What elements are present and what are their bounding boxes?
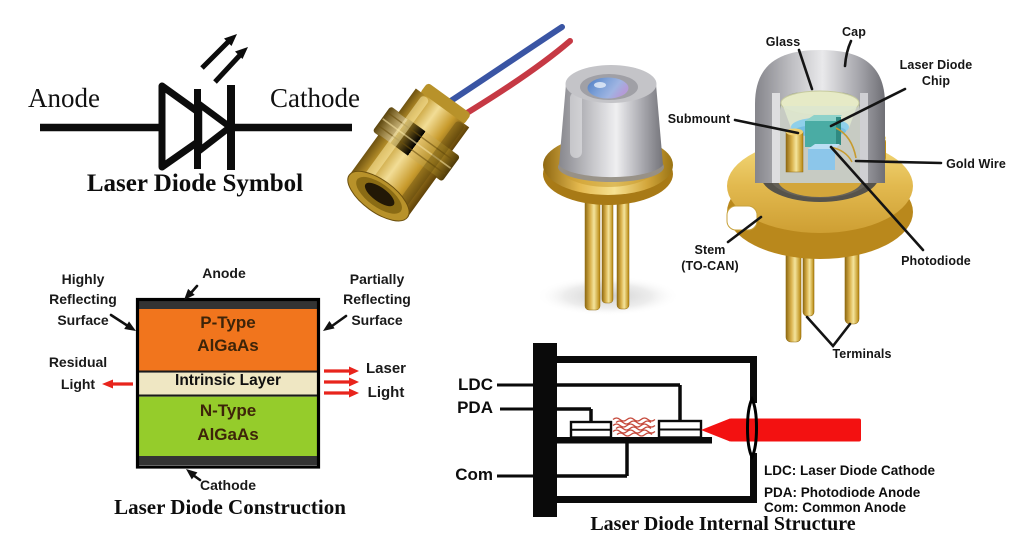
lens-icon [746, 395, 758, 461]
partially-reflecting-label-line2: Reflecting [343, 291, 411, 307]
terminals-label: Terminals [832, 347, 892, 361]
laser-beam [729, 418, 861, 442]
blue-wire [437, 24, 565, 111]
n-type-label-line1: N-Type [199, 401, 257, 420]
chip-platform [557, 437, 712, 444]
intrinsic-layer-label: Intrinsic Layer [175, 372, 281, 389]
p-type-layer [139, 309, 317, 371]
glass-label: Glass [765, 35, 801, 49]
leader-lines [726, 39, 943, 349]
ldc-pin-label: LDC [458, 375, 493, 394]
to-can-cutaway-drawing [726, 39, 943, 349]
photodiode-label: Photodiode [901, 254, 971, 268]
laser-diode-symbol-drawing [40, 34, 352, 171]
construction-diagram-drawing [102, 284, 359, 482]
to-can-photo [536, 65, 680, 316]
p-type-label-line1: P-Type [200, 313, 256, 332]
n-type-label-line2: AlGaAs [197, 425, 259, 444]
glass-window [587, 77, 629, 99]
stem-bar [533, 343, 557, 517]
cap-label: Cap [842, 25, 866, 39]
cathode-arrow-label: Cathode [200, 477, 256, 493]
intrinsic-layer [139, 372, 317, 395]
internal-caption: Laser Diode Internal Structure [590, 513, 856, 535]
residual-light-label-line2: Light [60, 376, 96, 392]
legend-pda: PDA: Photodiode Anode [764, 485, 921, 500]
partially-reflecting-label-line1: Partially [349, 271, 405, 287]
highly-reflecting-label-line2: Reflecting [49, 291, 117, 307]
laser-diode-chip-label-line1: Laser Diode [899, 58, 973, 72]
monitor-light-squiggles [612, 417, 656, 437]
laser-module-photo [347, 24, 573, 222]
construction-caption: Laser Diode Construction [114, 495, 346, 519]
laser-aperture [364, 182, 395, 207]
laser-light-label-line1: Laser [365, 360, 407, 377]
anode-arrow-label: Anode [202, 265, 246, 281]
laser-light-label-line2: Light [367, 384, 405, 401]
anode-label: Anode [28, 83, 100, 113]
p-type-label-line2: AlGaAs [197, 336, 259, 355]
emission-arrows-icon [200, 34, 248, 84]
highly-reflecting-label-line3: Surface [57, 312, 109, 328]
light-arrows [102, 366, 359, 398]
legend-ldc: LDC: Laser Diode Cathode [764, 463, 936, 478]
residual-light-label-line1: Residual [48, 354, 108, 370]
submount-post [785, 131, 804, 173]
n-type-layer [139, 396, 317, 456]
gold-wire-label: Gold Wire [946, 157, 1006, 171]
internal-structure-drawing [497, 343, 861, 517]
submount-label: Submount [667, 112, 731, 126]
stem-label-line2: (TO-CAN) [681, 259, 739, 273]
com-pin-label: Com [455, 465, 493, 484]
legend-com: Com: Common Anode [764, 500, 906, 515]
metal-cap [559, 84, 663, 178]
partially-reflecting-label-line3: Surface [351, 312, 403, 328]
photodiode-3d [808, 149, 835, 170]
highly-reflecting-label-line1: Highly [61, 271, 105, 287]
pda-pin-label: PDA [457, 398, 493, 417]
symbol-caption: Laser Diode Symbol [86, 170, 304, 197]
cathode-label: Cathode [270, 83, 360, 113]
stem-label-line1: Stem [694, 243, 726, 257]
laser-diode-chip-label-line2: Chip [921, 74, 951, 88]
